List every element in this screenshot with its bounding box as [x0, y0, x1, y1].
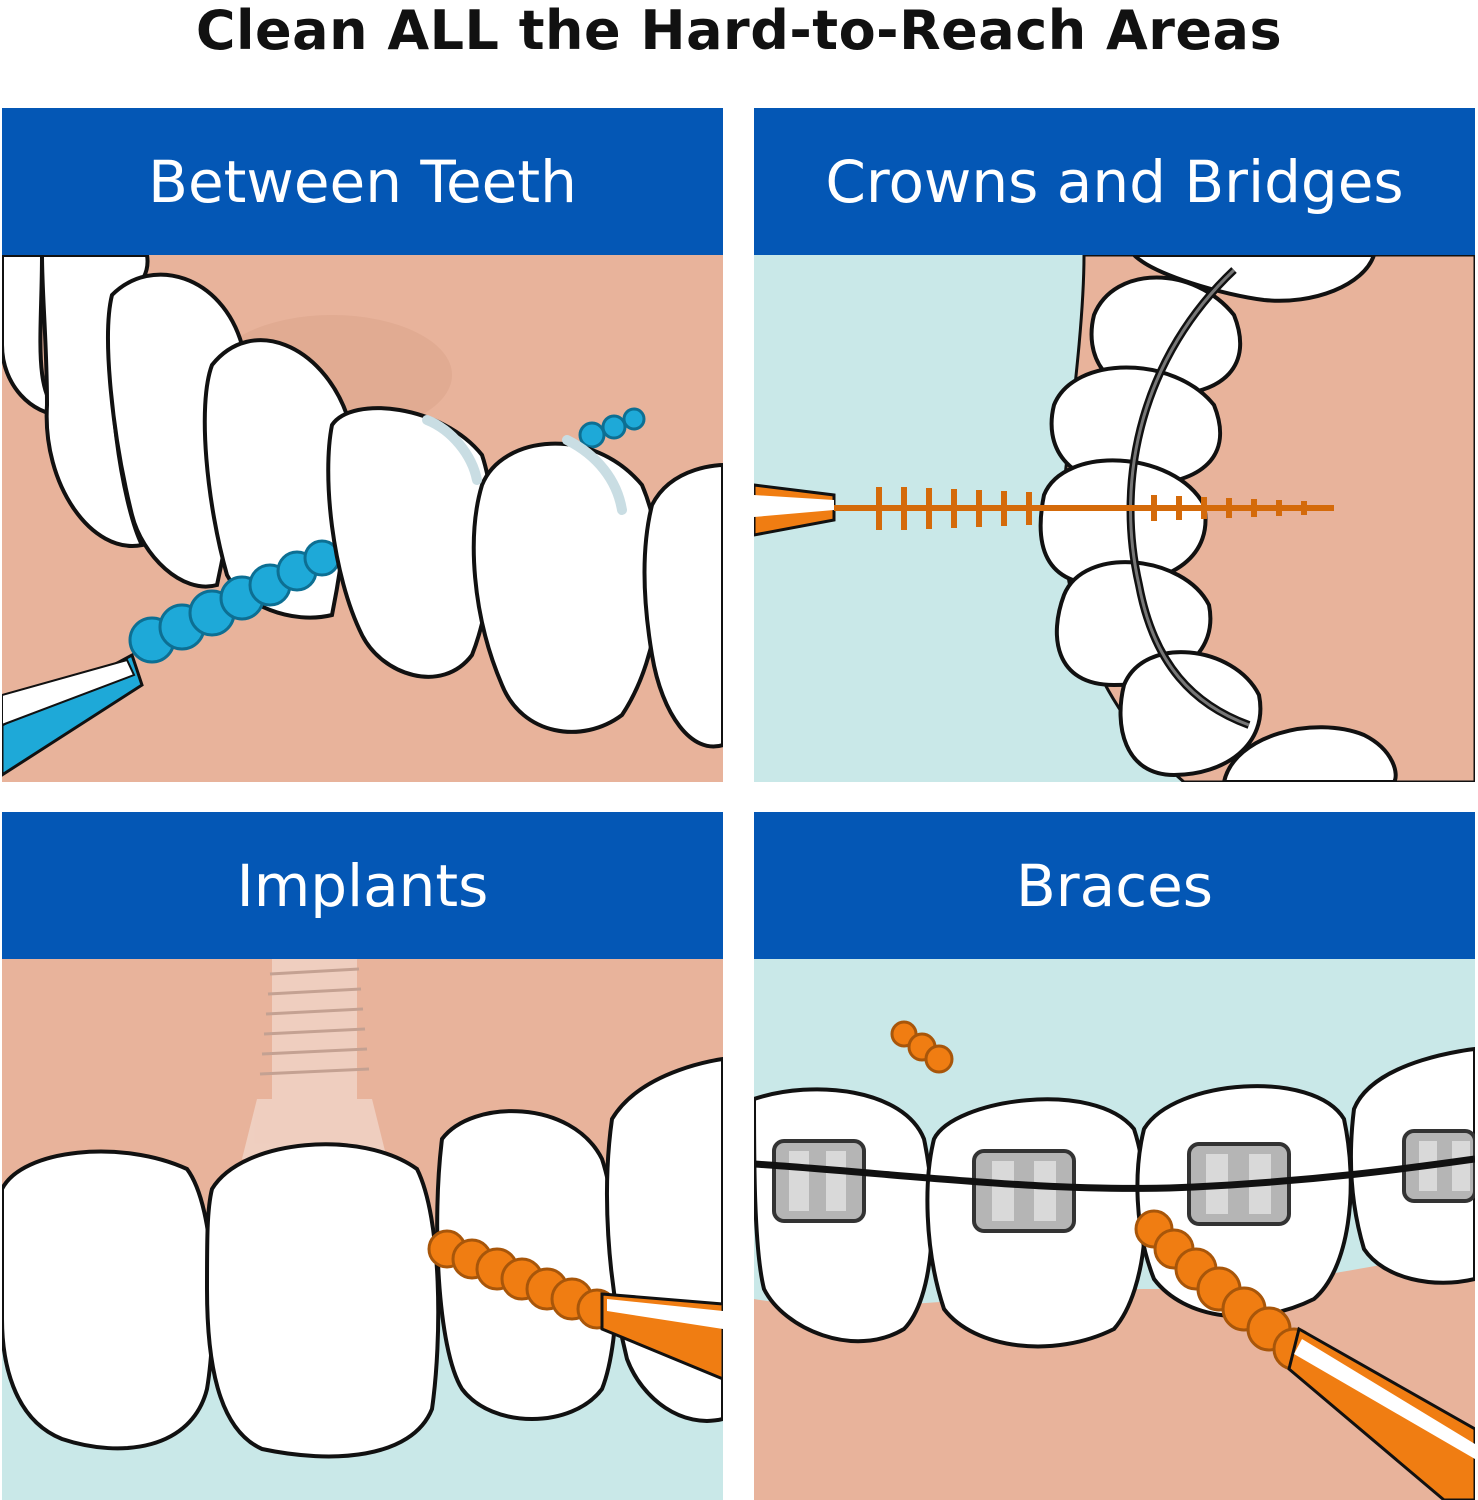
between-teeth-illustration — [2, 255, 723, 782]
orange-brush-bristles — [834, 487, 1334, 530]
between-teeth-svg — [2, 255, 723, 782]
panel-header: Between Teeth — [2, 108, 723, 255]
panel-between-teeth: Between Teeth — [2, 108, 723, 782]
panel-header: Crowns and Bridges — [754, 108, 1475, 255]
page-title: Clean ALL the Hard-to-Reach Areas — [195, 0, 1283, 62]
implants-illustration — [2, 959, 723, 1500]
blue-brush-bristles — [128, 407, 646, 664]
arch-wire — [754, 1155, 1475, 1192]
panel-implants: Implants — [2, 812, 723, 1500]
panel-header: Implants — [2, 812, 723, 959]
panel-braces: Braces — [754, 812, 1475, 1500]
crowns-bridges-illustration — [754, 255, 1475, 782]
panel-header: Braces — [754, 812, 1475, 959]
crowns-bridges-svg — [754, 255, 1475, 782]
orange-brush-bristles — [427, 1229, 618, 1330]
panel-crowns-and-bridges: Crowns and Bridges — [754, 108, 1475, 782]
braces-illustration — [754, 959, 1475, 1500]
braces-svg — [754, 959, 1475, 1500]
implants-svg — [2, 959, 723, 1500]
